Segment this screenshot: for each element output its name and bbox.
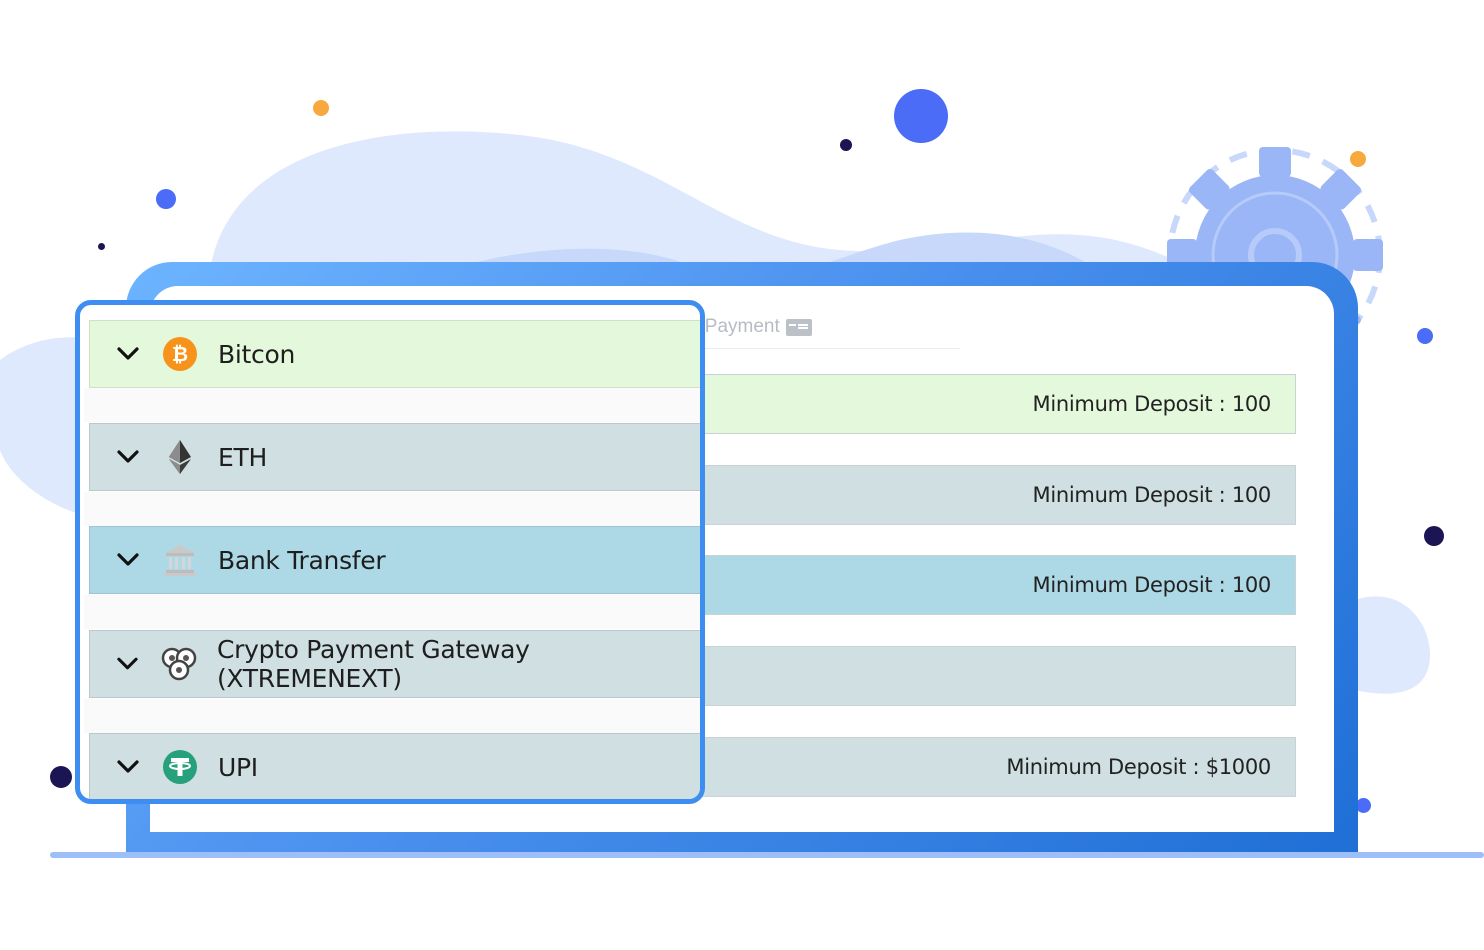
decor-dot xyxy=(98,243,105,250)
svg-text:₿: ₿ xyxy=(172,342,188,366)
chevron-down-icon[interactable] xyxy=(116,548,140,572)
deposit-row-bitcoin[interactable]: Minimum Deposit : 100 xyxy=(700,374,1296,434)
bitcoin-icon: ₿ xyxy=(162,336,198,372)
accordion-label: Bank Transfer xyxy=(218,545,386,575)
tab-label: it Payment xyxy=(690,316,780,337)
accordion-item-bank-transfer[interactable]: Bank Transfer xyxy=(89,526,700,594)
accordion-label: Crypto Payment Gateway (XTREMENEXT) xyxy=(216,635,530,693)
bank-icon xyxy=(162,542,198,578)
accordion-item-bitcoin[interactable]: ₿ Bitcon xyxy=(89,320,700,388)
chevron-down-icon[interactable] xyxy=(116,342,140,366)
tether-icon xyxy=(162,749,198,785)
chevron-down-icon[interactable] xyxy=(116,445,140,469)
ethereum-icon xyxy=(162,439,198,475)
crypto-gateway-icon xyxy=(161,646,197,682)
decor-dot xyxy=(1417,328,1433,344)
min-deposit-label: Minimum Deposit : 100 xyxy=(1032,573,1272,597)
decor-dot xyxy=(1424,526,1444,546)
decor-dot xyxy=(313,100,329,116)
min-deposit-label: Minimum Deposit : $1000 xyxy=(1006,755,1271,779)
spacer xyxy=(84,699,700,733)
accordion-label: ETH xyxy=(218,442,267,472)
chevron-down-icon[interactable] xyxy=(116,652,139,676)
spacer xyxy=(84,492,700,526)
deposit-row-upi[interactable]: Minimum Deposit : $1000 xyxy=(700,737,1296,797)
tab-deposit-payment[interactable]: it Payment xyxy=(690,306,960,349)
decor-dot xyxy=(894,89,948,143)
accordion-label: Bitcon xyxy=(218,339,295,369)
accordion-item-crypto-gateway[interactable]: Crypto Payment Gateway (XTREMENEXT) xyxy=(89,630,700,698)
chevron-down-icon[interactable] xyxy=(116,755,140,779)
decor-dot xyxy=(840,139,852,151)
min-deposit-label: Minimum Deposit : 100 xyxy=(1032,392,1272,416)
decor-dot xyxy=(1350,151,1366,167)
deposit-row-bank[interactable]: Minimum Deposit : 100 xyxy=(700,555,1296,615)
spacer xyxy=(84,388,700,422)
decor-dot xyxy=(1356,798,1371,813)
card-icon xyxy=(785,318,812,336)
accordion-item-eth[interactable]: ETH xyxy=(89,423,700,491)
deposit-row-eth[interactable]: Minimum Deposit : 100 xyxy=(700,465,1296,525)
decor-dot xyxy=(156,189,176,209)
accordion-label: UPI xyxy=(218,752,258,782)
decor-dot xyxy=(50,766,72,788)
accordion-item-upi[interactable]: UPI xyxy=(89,733,700,799)
payment-methods-panel: ₿ Bitcon ETH Bank Transfer Crypto Paymen… xyxy=(75,300,705,804)
spacer xyxy=(84,595,700,629)
min-deposit-label: Minimum Deposit : 100 xyxy=(1032,483,1272,507)
laptop-base xyxy=(50,852,1484,858)
deposit-row-crypto-gateway[interactable] xyxy=(700,646,1296,706)
